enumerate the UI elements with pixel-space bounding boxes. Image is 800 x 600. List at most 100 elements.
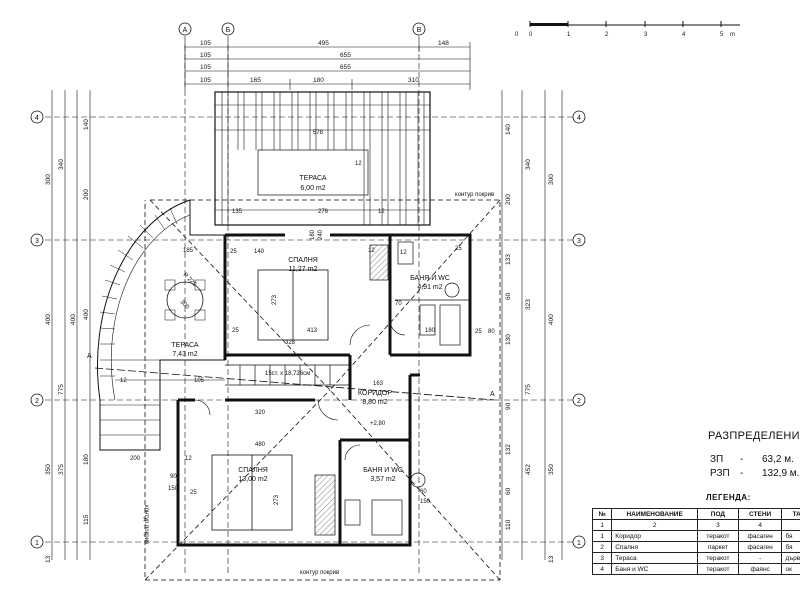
distribution-row: ЗП - 63,2 м. <box>710 454 794 465</box>
axis-label-2-right: 2 <box>577 398 581 405</box>
dim-label: 105 <box>200 40 211 47</box>
walls-thin <box>225 241 470 536</box>
room-name: ТЕРАСА <box>299 175 327 182</box>
dim-label: 105 <box>200 64 211 71</box>
dim-label: 12 <box>378 209 385 215</box>
dim-label: 135 <box>232 209 243 215</box>
dim-label: 495 <box>318 40 329 47</box>
dim-label: 655 <box>340 64 351 71</box>
left-dimension-labels: 300 400 350 340 775 375 400 140 200 400 … <box>45 119 90 563</box>
right-dimensions <box>501 90 563 560</box>
dim-label: 400 <box>70 314 77 325</box>
dim-label: 578 <box>313 130 324 136</box>
stair-label: 15ст. x 18,726см <box>265 371 310 377</box>
room-name: ТЕРАСА <box>171 342 199 349</box>
room-name: СПАЛНЯ <box>288 257 318 264</box>
diameter-label: 300 <box>179 299 191 311</box>
axis-label-b: Б <box>226 27 231 34</box>
internal-dimensions: 578 12 276 135 12 185 25 140 240 180 12 … <box>120 130 495 505</box>
dim-label: 80 <box>488 329 495 335</box>
scale-tick: 0 <box>529 32 533 38</box>
distribution-value: 63,2 м. <box>762 454 794 465</box>
axis-label-3-right: 3 <box>577 238 581 245</box>
section-marker: А <box>490 391 495 398</box>
dim-label: 300 <box>45 174 52 185</box>
dim-label: 110 <box>505 519 512 530</box>
dim-label: 163 <box>373 381 384 387</box>
dim-label: 105 <box>200 77 211 84</box>
axis-label-4: 4 <box>35 115 39 122</box>
left-dimensions <box>51 90 91 560</box>
top-dimension-labels: 105 495 148 105 655 105 655 105 165 180 … <box>200 40 449 84</box>
axis-bubbles: А Б В 4 4 3 3 2 2 1 1 <box>30 22 586 549</box>
scale-tick: 3 <box>644 32 648 38</box>
dim-label: 180 <box>83 454 90 465</box>
dim-label: 150 <box>420 499 431 505</box>
axis-label-1-right: 1 <box>577 540 581 547</box>
dim-label: 133 <box>505 254 512 265</box>
section-marker: А <box>87 353 92 360</box>
terrace-left: R 225 300 ТЕРАСА 7,43 m2 <box>97 199 226 451</box>
dim-label: 273 <box>272 294 278 305</box>
room-name: БАНЯ И WC <box>410 275 450 282</box>
distribution-title: РАЗПРЕДЕЛЕНИЕ <box>708 430 800 442</box>
roof-outline <box>144 199 501 581</box>
dim-label: 300 <box>548 174 555 185</box>
room-name: БАНЯ И WC <box>363 467 403 474</box>
dim-label: 320 <box>255 410 266 416</box>
dim-label: 115 <box>83 514 90 525</box>
bed <box>211 269 329 531</box>
legend-title: ЛЕГЕНДА: <box>706 493 751 502</box>
scale-tick: 4 <box>682 32 686 38</box>
roof-contour-label: контур покрив <box>143 505 149 544</box>
roof-contour-label: контур покрив <box>455 192 494 198</box>
axis-label-2: 2 <box>35 398 39 405</box>
dim-label: 323 <box>525 299 532 310</box>
door-swings <box>194 319 406 461</box>
walls <box>176 233 472 547</box>
dim-label: 140 <box>83 119 90 130</box>
dim-label: 180 <box>313 77 324 84</box>
distribution-row: РЗП - 132,9 м. <box>710 468 799 479</box>
dim-label: 150 <box>168 486 179 492</box>
distribution-dash: - <box>740 468 744 479</box>
dim-label: 350 <box>45 464 52 475</box>
dim-label: 70 <box>395 301 402 307</box>
roof-contour-label: контур покрив <box>300 570 339 576</box>
room-area: 8,80 m2 <box>362 399 387 406</box>
dim-label: 775 <box>58 384 65 395</box>
room-labels: СПАЛНЯ 11,27 m2 БАНЯ И WC 4,91 m2 КОРИДО… <box>238 257 450 483</box>
dim-label: 375 <box>58 464 65 475</box>
distribution-value: 132,9 м. <box>762 468 800 479</box>
scale-tick: 5 <box>720 32 724 38</box>
dim-label: 12 <box>400 250 407 256</box>
dim-label: 90 <box>505 402 512 410</box>
dim-label: 132 <box>505 444 512 455</box>
dim-label: 240 <box>318 229 324 240</box>
dim-label: 340 <box>58 159 65 170</box>
dim-label: 148 <box>438 40 449 47</box>
dim-label: 310 <box>408 77 419 84</box>
room-area: 4,91 m2 <box>417 284 442 291</box>
dim-label: 400 <box>548 314 555 325</box>
dim-label: 25 <box>232 328 239 334</box>
dim-label: 105 <box>194 378 205 384</box>
dim-label: 12 <box>368 248 375 254</box>
axis-label-v: В <box>417 27 422 34</box>
dim-label: 400 <box>83 309 90 320</box>
dim-label: 180 <box>425 328 436 334</box>
distribution-label: РЗП <box>710 468 730 479</box>
room-area: 3,57 m2 <box>370 476 395 483</box>
dim-label: 200 <box>505 194 512 205</box>
dim-label: 25 <box>475 329 482 335</box>
dim-label: 180 <box>310 229 316 240</box>
dim-label: 140 <box>254 249 265 255</box>
dim-label: 12 <box>120 378 127 384</box>
dim-label: 340 <box>525 159 532 170</box>
room-area: 11,27 m2 <box>289 266 318 273</box>
dim-label: 328 <box>285 340 296 346</box>
dim-label: 25 <box>455 246 462 252</box>
scale-tick: 2 <box>605 32 609 38</box>
room-name: КОРИДОР <box>358 390 392 397</box>
